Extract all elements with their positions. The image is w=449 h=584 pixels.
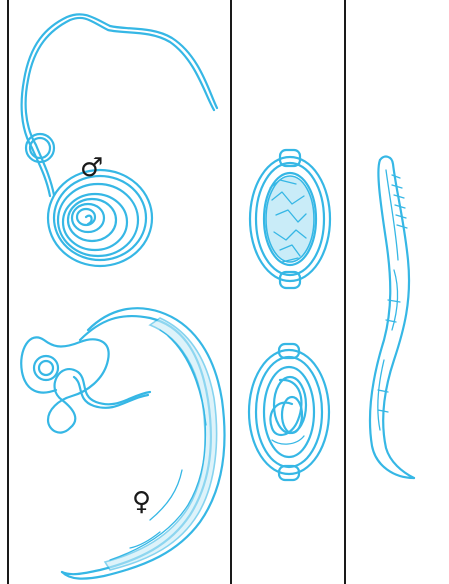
egg-upper [250,150,330,288]
female-worm [21,308,224,578]
panel-adult-worms: ♂ ♀ [21,14,224,578]
male-symbol: ♂ [80,153,103,183]
panel-larva [370,157,414,478]
male-worm [22,14,217,266]
panel-eggs [249,150,330,480]
panel-frame [8,0,345,584]
larva [370,157,414,478]
egg-lower [249,344,329,480]
female-symbol: ♀ [132,487,151,517]
male-coil [48,170,152,266]
